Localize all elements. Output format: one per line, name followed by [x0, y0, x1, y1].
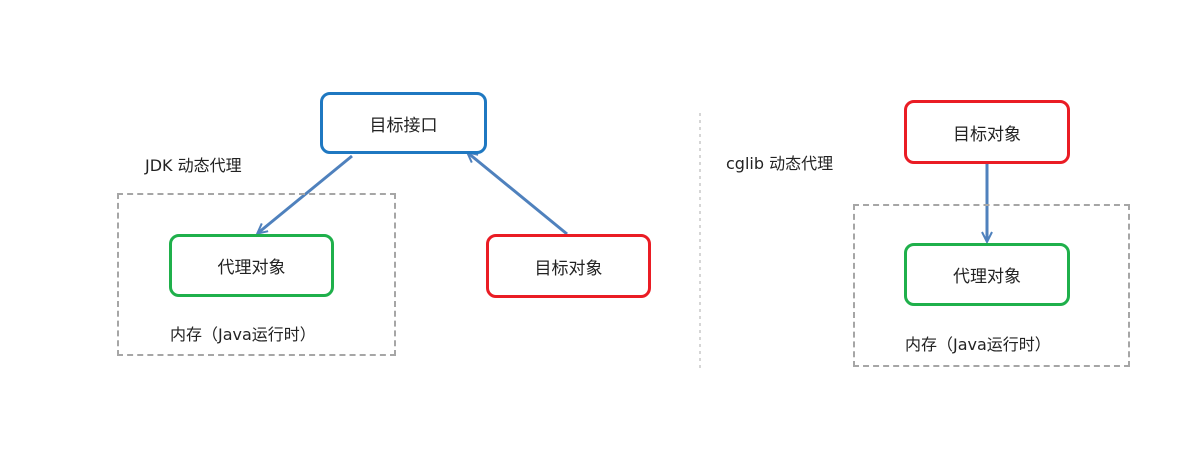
jdk-interface-box: 目标接口	[320, 92, 487, 154]
jdk-memory-label: 内存（Java运行时）	[170, 325, 316, 344]
jdk-proxy-object-box: 代理对象	[169, 234, 334, 297]
cglib-target-object-box: 目标对象	[904, 100, 1070, 164]
jdk-target-object-box: 目标对象	[486, 234, 651, 298]
jdk-proxy-title: JDK 动态代理	[145, 156, 242, 175]
cglib-memory-label: 内存（Java运行时）	[905, 335, 1051, 354]
jdk-memory-region	[117, 193, 396, 356]
cglib-proxy-object-box: 代理对象	[904, 243, 1070, 306]
cglib-memory-region	[853, 204, 1130, 367]
target-to-interface-arrow	[468, 153, 568, 236]
cglib-proxy-title: cglib 动态代理	[726, 154, 834, 173]
